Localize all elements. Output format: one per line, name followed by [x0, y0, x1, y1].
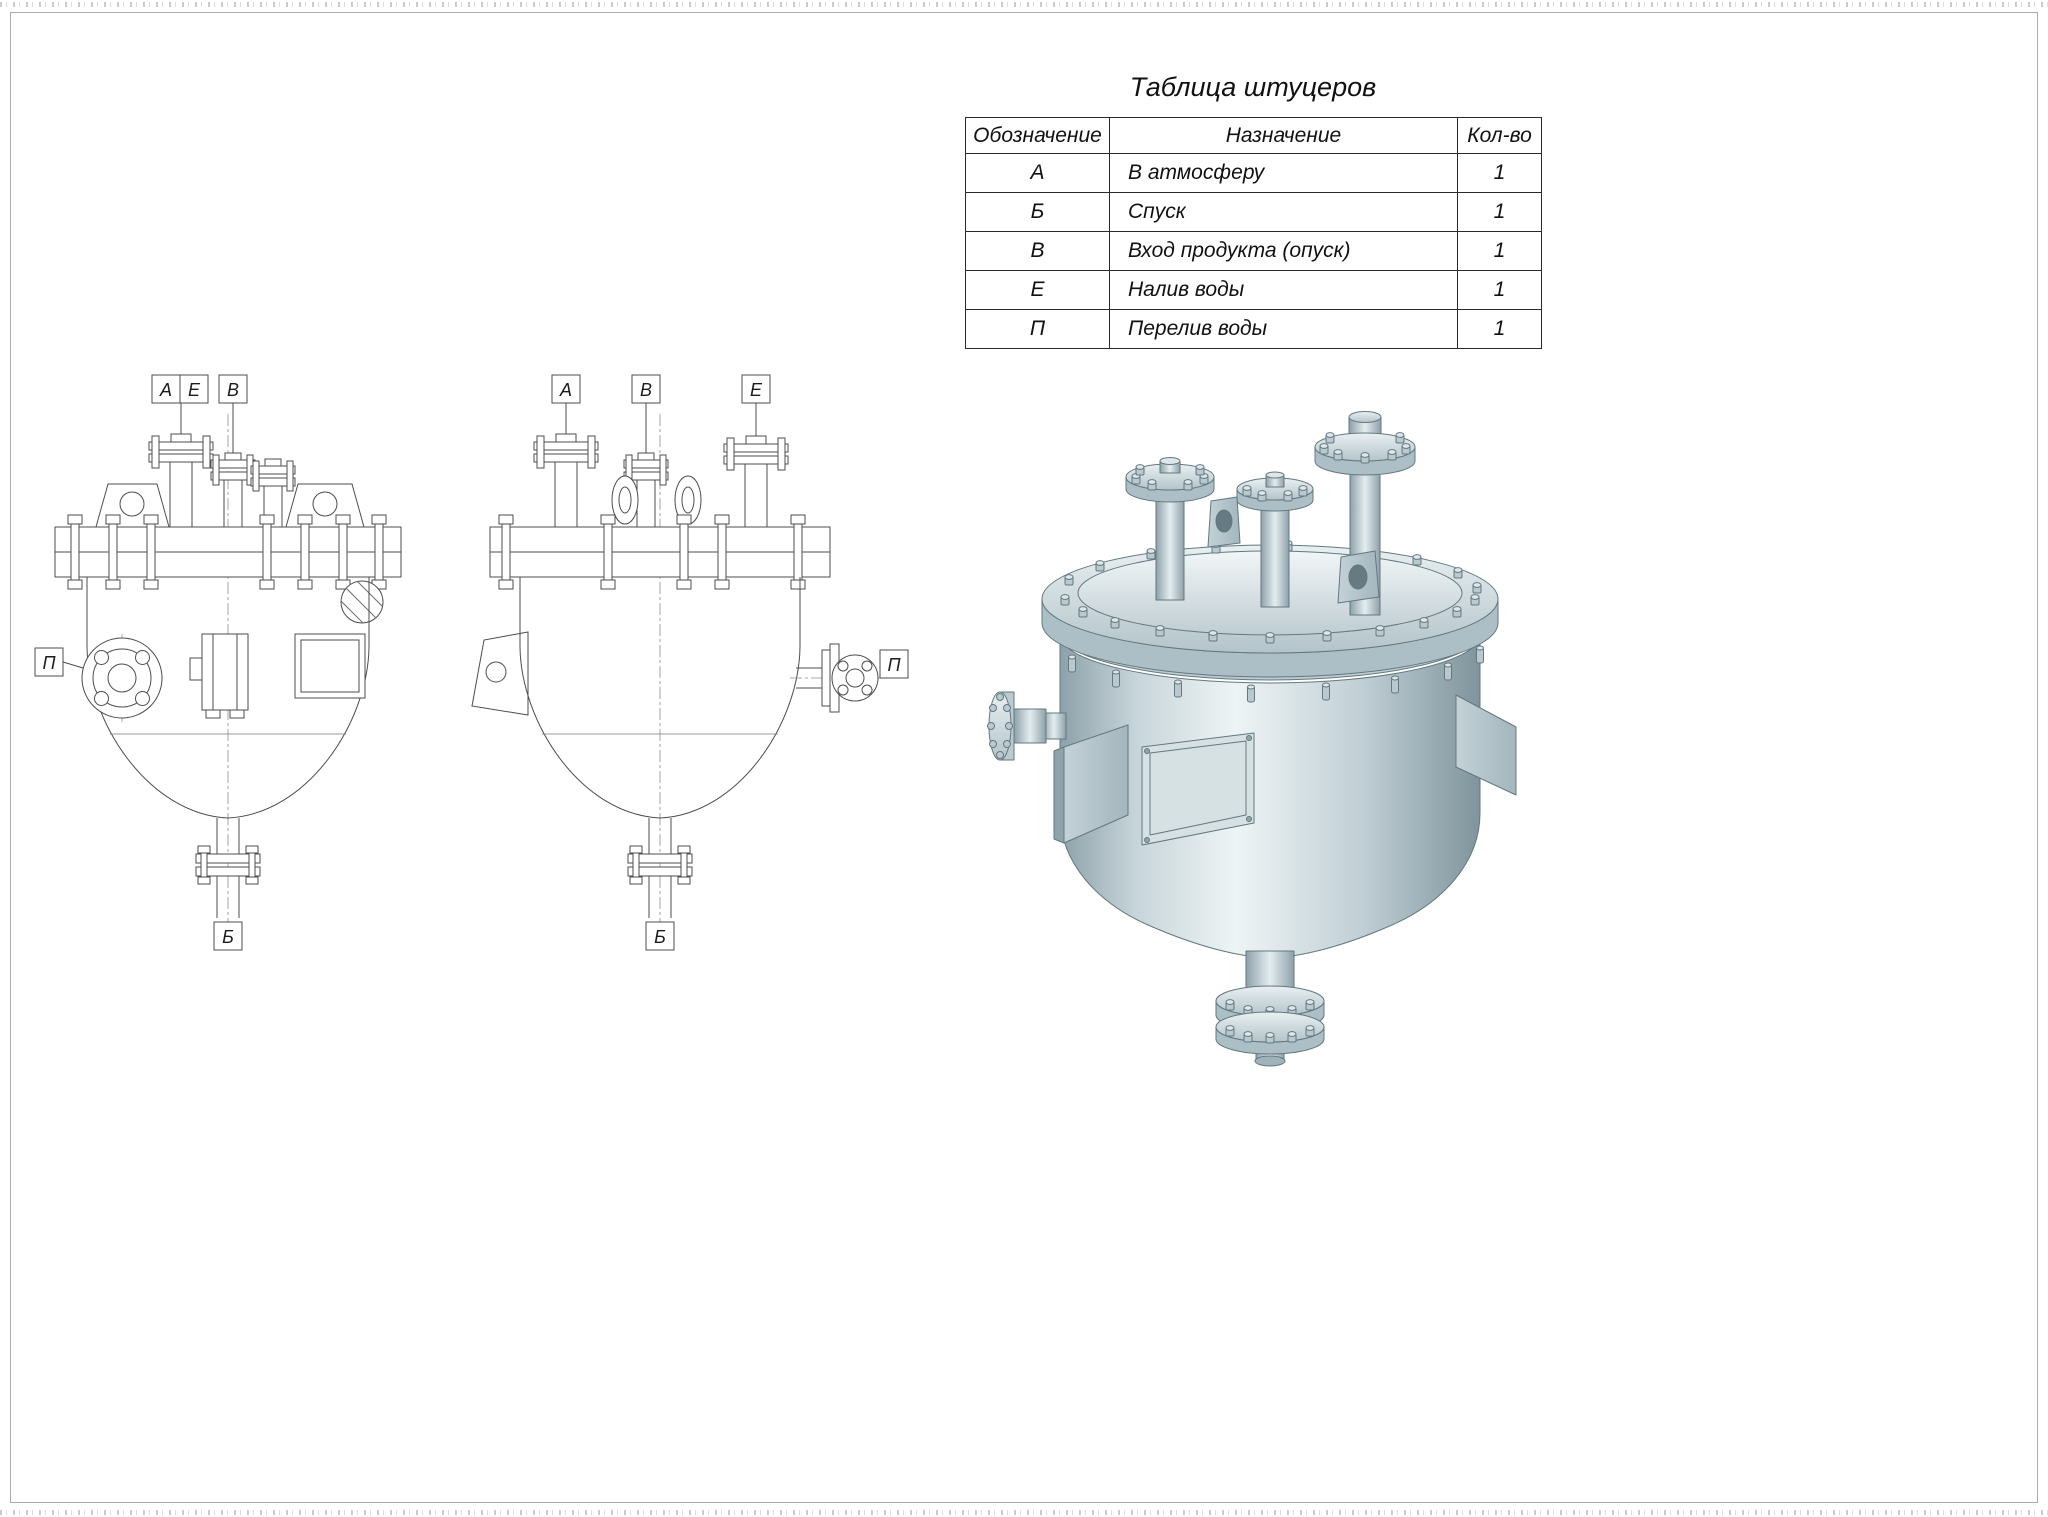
cell-purpose: В атмосферу	[1109, 153, 1458, 193]
cell-purpose: Перелив воды	[1109, 309, 1458, 349]
nozzle-label-a: А	[551, 374, 581, 404]
svg-text:В: В	[640, 380, 652, 400]
table-row: А В атмосферу 1	[965, 153, 1542, 193]
col-header-qty: Кол-во	[1457, 117, 1542, 154]
front-view-drawing: А Е В П Б	[34, 374, 402, 951]
side-view-main-flange	[489, 514, 831, 590]
cell-qty: 1	[1457, 309, 1542, 349]
cell-designation: Е	[965, 270, 1110, 310]
cell-qty: 1	[1457, 153, 1542, 193]
nozzle-table-title: Таблица штуцеров	[1129, 72, 1377, 102]
col-header-designation: Обозначение	[965, 117, 1110, 154]
svg-text:П: П	[42, 653, 56, 673]
front-view-overflow-nozzle	[81, 634, 166, 722]
nozzle-table: Таблица штуцеров Обозначение Назначение …	[965, 72, 1542, 349]
nozzle-label-e: Е	[179, 374, 209, 404]
table-row: Е Налив воды 1	[965, 270, 1542, 310]
front-view-bracket	[189, 633, 249, 719]
svg-text:Е: Е	[188, 380, 201, 400]
nozzle-label-p: П	[879, 649, 909, 679]
svg-text:А: А	[559, 380, 572, 400]
cell-purpose: Налив воды	[1109, 270, 1458, 310]
front-view-top-nozzles	[148, 403, 296, 562]
table-header-row: Обозначение Назначение Кол-во	[965, 117, 1542, 154]
cell-qty: 1	[1457, 270, 1542, 310]
sheet-border	[10, 12, 2038, 1503]
table-row: В Вход продукта (опуск) 1	[965, 231, 1542, 271]
cell-designation: П	[965, 309, 1110, 349]
iso-nameplate	[1141, 732, 1255, 846]
svg-text:П: П	[887, 655, 901, 675]
cell-designation: А	[965, 153, 1110, 193]
iso-nozzle-e	[1236, 471, 1314, 608]
side-view-lug-holes	[611, 475, 702, 525]
nozzle-label-a: А	[151, 374, 181, 404]
cell-designation: Б	[965, 192, 1110, 232]
front-view-vessel-shell	[86, 577, 370, 819]
iso-nozzle-a	[1125, 457, 1215, 601]
scan-artifact-bottom	[0, 1510, 2048, 1515]
front-view-lifting-lugs	[95, 483, 365, 528]
side-view-top-nozzles	[533, 403, 789, 556]
side-view-drawing: А В Е П Б	[471, 374, 909, 951]
front-view-drain-nozzle	[195, 818, 261, 918]
front-view-hatched-boss	[340, 580, 384, 624]
cell-designation: В	[965, 231, 1110, 271]
table-row: П Перелив воды 1	[965, 309, 1542, 349]
iso-bottom-nozzle	[1215, 950, 1325, 1067]
front-view-nameplate	[294, 633, 366, 699]
svg-text:А: А	[159, 380, 172, 400]
cell-qty: 1	[1457, 192, 1542, 232]
svg-text:Б: Б	[654, 927, 666, 947]
nozzle-label-b: Б	[213, 921, 243, 951]
nozzle-label-b: Б	[645, 921, 675, 951]
cell-qty: 1	[1457, 231, 1542, 271]
side-view-vessel-shell	[519, 577, 801, 819]
cell-purpose: Спуск	[1109, 192, 1458, 232]
nozzle-spec-table: Обозначение Назначение Кол-во А В атмосф…	[965, 117, 1542, 349]
nozzle-label-e: Е	[741, 374, 771, 404]
side-view-support-bracket	[471, 631, 529, 716]
front-view-main-flange	[54, 514, 402, 590]
col-header-purpose: Назначение	[1109, 117, 1458, 154]
side-view-drain-nozzle	[627, 818, 693, 918]
iso-lifting-lugs	[1207, 496, 1380, 604]
cell-purpose: Вход продукта (опуск)	[1109, 231, 1458, 271]
nozzle-label-v: В	[218, 374, 248, 404]
side-view-overflow-nozzle	[790, 643, 888, 713]
scan-artifact-top	[0, 2, 2048, 7]
table-row: Б Спуск 1	[965, 192, 1542, 232]
svg-text:Б: Б	[222, 927, 234, 947]
nozzle-label-p: П	[34, 647, 84, 677]
svg-text:Е: Е	[750, 380, 763, 400]
nozzle-label-v: В	[631, 374, 661, 404]
iso-side-nozzle	[987, 691, 1067, 761]
iso-supports	[1053, 694, 1517, 844]
svg-text:В: В	[227, 380, 239, 400]
isometric-view	[987, 411, 1517, 1067]
